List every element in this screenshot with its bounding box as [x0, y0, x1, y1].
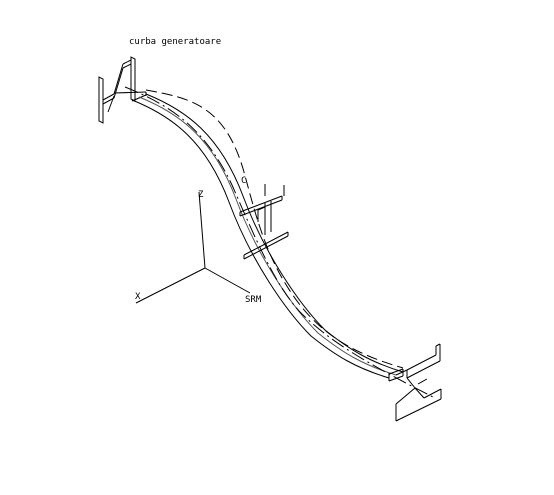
beam-outline-solid [131, 93, 404, 379]
i-profile-end [388, 343, 442, 422]
coordinate-axes [135, 191, 251, 304]
axis-z-label: Z [198, 190, 204, 200]
generator-curve-dashed [145, 89, 404, 369]
i-profile-middle [239, 184, 289, 260]
axis-y-line [204, 267, 251, 294]
axis-x-label: X [135, 292, 141, 302]
coord-system-label: SRM [245, 295, 262, 305]
beam-flange-edges [113, 91, 147, 102]
curve-title-label: curba generatoare [129, 37, 222, 47]
point-c-label: C [241, 176, 247, 186]
axis-z-line [198, 191, 206, 269]
axis-x-line [135, 267, 206, 304]
i-profile-start [98, 56, 136, 124]
beam-axis-line [124, 86, 436, 399]
